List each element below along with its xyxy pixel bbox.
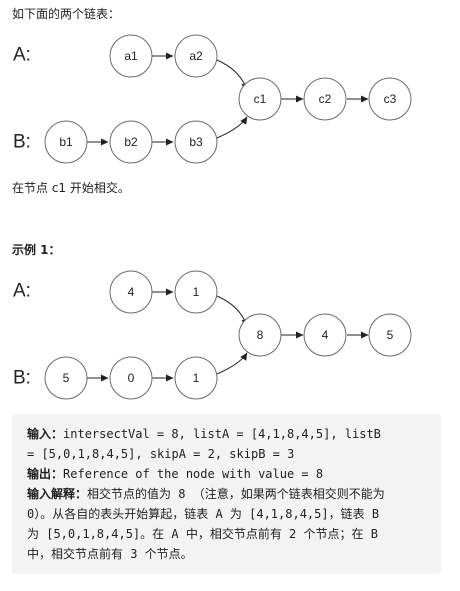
explain-label: 输入解释： [27,487,88,501]
explain-line-1: 输入解释：相交节点的值为 8 （注意，如果两个链表相交则不能为 [27,484,429,504]
svg-text:c1: c1 [254,92,267,106]
input-line-1: 输入：intersectVal = 8, listA = [4,1,8,4,5]… [27,424,429,444]
svg-text:b1: b1 [59,135,73,149]
node-c2: c2 [303,77,347,121]
example-node-a-1: 1 [174,270,218,314]
svg-text:4: 4 [128,285,135,299]
svg-text:c3: c3 [384,92,397,106]
svg-text:0: 0 [128,371,135,385]
edge-1-8-a [216,295,248,327]
example-node-shared-1: 4 [303,313,347,357]
explain-line-3: 为 [5,0,1,8,4,5]。在 A 中，相交节点前有 2 个节点；在 B [27,527,378,541]
node-b3: b3 [174,120,218,164]
svg-text:1: 1 [193,285,200,299]
example-list-b-label: B: [13,368,31,389]
explain-text-1: 相交节点的值为 8 （注意，如果两个链表相交则不能为 [87,487,385,501]
example-code-block: 输入：intersectVal = 8, listA = [4,1,8,4,5]… [12,414,441,574]
edge-a2-c1 [216,59,248,91]
list-a-label: A: [13,45,31,66]
node-a2: a2 [174,34,218,78]
explain-line-2: 0）。从各自的表头开始算起，链表 A 为 [4,1,8,4,5]，链表 B [27,507,380,521]
svg-text:8: 8 [257,328,264,342]
node-b2: b2 [109,120,153,164]
svg-text:b3: b3 [189,135,203,149]
intro-text: 如下面的两个链表： [12,7,121,21]
intro-linked-list-diagram: A: B: a1 a2 b1 b2 b3 c1 c2 c3 [13,34,412,164]
intersect-description: 在节点 c1 开始相交。 [12,181,130,195]
list-b-label: B: [13,132,31,153]
example-node-b-0: 5 [44,356,88,400]
svg-text:b2: b2 [124,135,138,149]
svg-text:a2: a2 [189,49,203,63]
explain-line-4: 中，相交节点前有 3 个节点。 [27,547,193,561]
node-c1: c1 [238,77,282,121]
example-node-shared-0: 8 [238,313,282,357]
example-node-b-2: 1 [174,356,218,400]
node-b1: b1 [44,120,88,164]
example-linked-list-diagram: A: B: 4 1 5 0 1 8 4 5 [13,270,412,400]
example-list-a-label: A: [13,281,31,302]
edge-b3-c1 [216,116,248,139]
node-a1: a1 [109,34,153,78]
node-c3: c3 [368,77,412,121]
example-node-shared-2: 5 [368,313,412,357]
svg-text:a1: a1 [124,49,138,63]
example-node-a-0: 4 [109,270,153,314]
input-line-2: = [5,0,1,8,4,5], skipA = 2, skipB = 3 [27,447,295,461]
svg-text:5: 5 [63,371,70,385]
svg-text:c2: c2 [319,92,332,106]
output-value: Reference of the node with value = 8 [63,467,324,481]
output-line: 输出：Reference of the node with value = 8 [27,464,429,484]
input-label: 输入： [27,427,64,441]
output-label: 输出： [27,467,64,481]
svg-text:1: 1 [193,371,200,385]
input-value-1: intersectVal = 8, listA = [4,1,8,4,5], l… [63,427,381,441]
svg-text:5: 5 [387,328,394,342]
example-node-b-1: 0 [109,356,153,400]
example-title: 示例 1： [12,243,61,257]
edge-1-8-b [216,352,248,375]
svg-text:4: 4 [322,328,329,342]
